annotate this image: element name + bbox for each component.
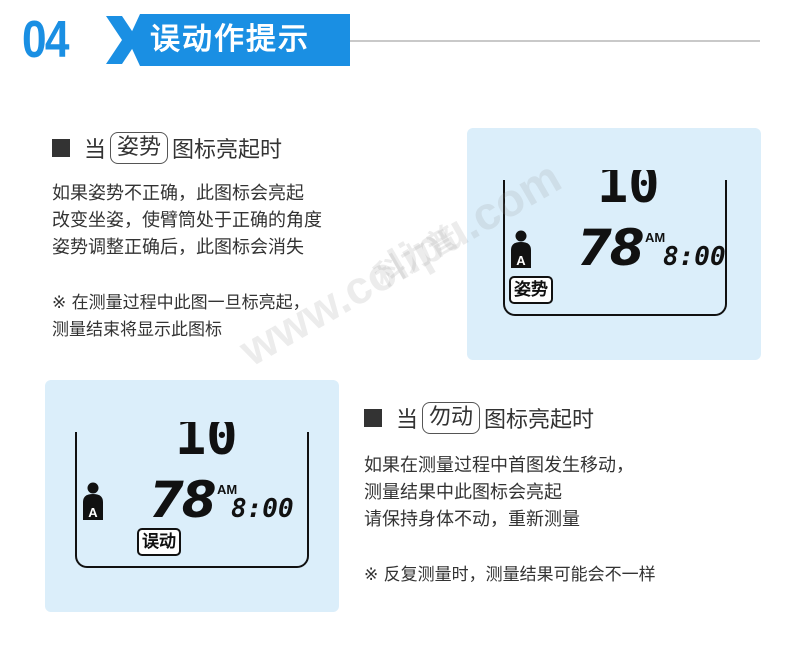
section2-line: 测量结果中此图标会亮起: [364, 482, 562, 503]
section2-line: 如果在测量过程中首图发生移动，: [364, 455, 634, 476]
user-letter: A: [88, 505, 98, 520]
lcd-panel-posture: 10 A 78 AM 8:00 姿势: [467, 128, 761, 360]
lcd-am-label: AM: [645, 230, 666, 245]
lcd-am-label: AM: [217, 482, 238, 497]
section2-prefix: 当: [396, 408, 419, 433]
section1-icon-label: 姿势: [110, 132, 169, 164]
section1-line: 如果姿势不正确，此图标会亮起: [52, 183, 304, 204]
lcd-panel-movement: 10 A 78 AM 8:00 误动: [45, 380, 339, 612]
section1-prefix: 当: [84, 138, 107, 163]
user-person-icon: A: [511, 230, 531, 268]
lcd-time: 8:00: [231, 494, 294, 524]
section1-heading: 当 姿势 图标亮起时: [52, 132, 282, 164]
section2-description: 如果在测量过程中首图发生移动， 测量结果中此图标会亮起 请保持身体不动，重新测量: [364, 452, 634, 533]
section1-suffix: 图标亮起时: [172, 138, 283, 163]
title-banner: [128, 14, 350, 66]
watermark-cn: 科力普: [369, 219, 465, 295]
lcd-top-digits: 10: [597, 170, 660, 210]
section2-note-line: ※ 反复测量时，测量结果可能会不一样: [364, 565, 656, 585]
lcd-screen-frame: [75, 432, 309, 568]
lcd-screen-frame: [503, 180, 727, 316]
section2-suffix: 图标亮起时: [484, 408, 595, 433]
bullet-square-icon: [364, 409, 382, 427]
bullet-square-icon: [52, 139, 70, 157]
section2-line: 请保持身体不动，重新测量: [364, 509, 580, 530]
posture-badge: 姿势: [509, 276, 553, 304]
section2-icon-label: 勿动: [422, 402, 481, 434]
user-letter: A: [516, 253, 526, 268]
page-title: 误动作提示: [150, 22, 310, 57]
section-number: 04: [22, 11, 69, 69]
lcd-time: 8:00: [663, 242, 726, 272]
lcd-top-digits: 10: [175, 422, 238, 462]
section1-line: 姿势调整正确后，此图标会消失: [52, 237, 304, 258]
chevron-right-icon: [106, 16, 138, 64]
section1-description: 如果姿势不正确，此图标会亮起 改变坐姿，使臂筒处于正确的角度 姿势调整正确后，此…: [52, 180, 322, 261]
section2-note: ※ 反复测量时，测量结果可能会不一样: [364, 562, 656, 589]
section1-note-line: ※ 在测量过程中此图一旦标亮起，: [52, 293, 310, 313]
section1-note-line: 测量结束将显示此图标: [52, 320, 222, 340]
lcd-pulse-value: 78: [577, 219, 645, 277]
section2-heading: 当 勿动 图标亮起时: [364, 402, 594, 434]
header-divider: [350, 40, 760, 42]
user-person-icon: A: [83, 482, 103, 520]
section1-line: 改变坐姿，使臂筒处于正确的角度: [52, 210, 322, 231]
section1-note: ※ 在测量过程中此图一旦标亮起， 测量结束将显示此图标: [52, 290, 310, 344]
movement-badge: 误动: [137, 528, 181, 556]
lcd-pulse-value: 78: [149, 471, 217, 529]
